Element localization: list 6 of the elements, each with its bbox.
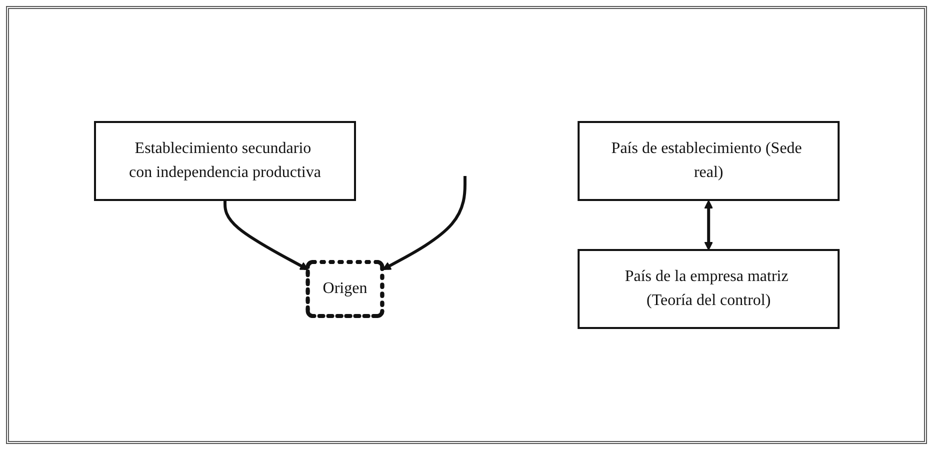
node-box: Establecimiento secundario con independencia productiva [94, 121, 356, 201]
arrow [223, 200, 308, 270]
node-box: País de establecimiento (Sede real) [577, 121, 840, 201]
arrow [382, 176, 466, 270]
node-box: País de la empresa matriz (Teoría del control) [577, 249, 840, 329]
arrow [704, 200, 713, 250]
